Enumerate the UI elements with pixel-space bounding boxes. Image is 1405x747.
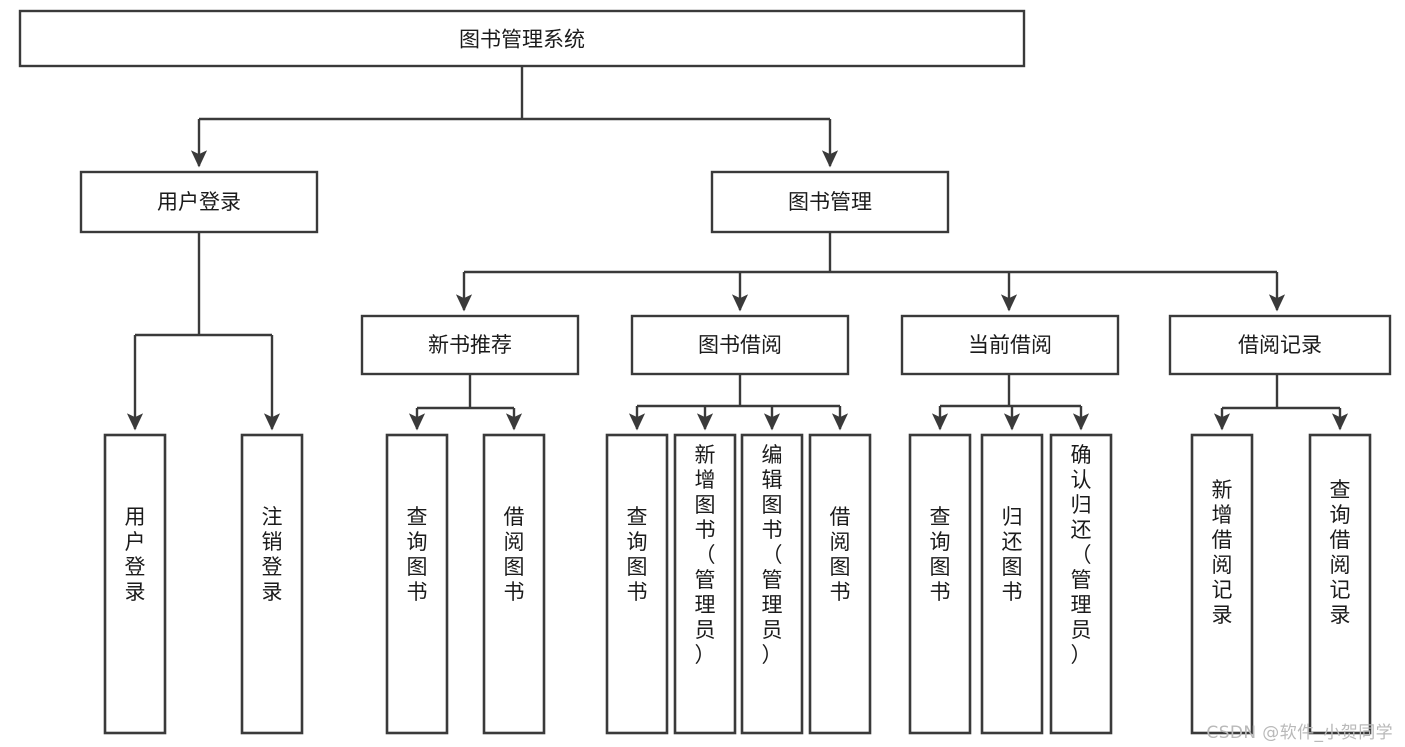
leaf-add-book-admin-label: 新增图书（管理员）: [695, 443, 716, 667]
leaf-add-borrow-record[interactable]: 新增借阅记录: [1190, 433, 1254, 735]
node-book-borrow[interactable]: 图书借阅: [630, 314, 850, 376]
leaf-query-book-borrow-label: 查询图书: [627, 505, 648, 604]
leaf-user-login-label: 用户登录: [125, 505, 146, 604]
node-book-borrow-label: 图书借阅: [698, 333, 782, 357]
node-current-borrow-label: 当前借阅: [968, 333, 1052, 357]
node-book-management[interactable]: 图书管理: [710, 170, 950, 234]
connector-layer: [126, 66, 1349, 431]
node-user-login-label: 用户登录: [157, 190, 241, 214]
node-root[interactable]: 图书管理系统: [18, 9, 1026, 68]
node-borrow-record-label: 借阅记录: [1238, 333, 1322, 357]
node-layer: 图书管理系统 用户登录 图书管理 新书推荐 图书借阅 当前: [18, 9, 1392, 735]
leaf-lend-book[interactable]: 借阅图书: [808, 433, 872, 735]
leaf-lend-book-label: 借阅图书: [830, 505, 851, 604]
leaf-query-borrow-record-label: 查询借阅记录: [1330, 478, 1351, 627]
leaf-confirm-return-admin[interactable]: 确认归还（管理员）: [1049, 433, 1113, 735]
leaf-query-borrow-record[interactable]: 查询借阅记录: [1308, 433, 1372, 735]
leaf-return-book[interactable]: 归还图书: [980, 433, 1044, 735]
leaf-borrow-book-newbook-label: 借阅图书: [504, 505, 525, 604]
node-borrow-record[interactable]: 借阅记录: [1168, 314, 1392, 376]
leaf-query-book-newbook-label: 查询图书: [407, 505, 428, 604]
leaf-query-book-current[interactable]: 查询图书: [908, 433, 972, 735]
node-book-management-label: 图书管理: [788, 190, 872, 214]
node-user-login[interactable]: 用户登录: [79, 170, 319, 234]
leaf-borrow-book-newbook[interactable]: 借阅图书: [482, 433, 546, 735]
leaf-confirm-return-admin-label: 确认归还（管理员）: [1071, 443, 1092, 667]
leaf-edit-book-admin-label: 编辑图书（管理员）: [762, 443, 783, 667]
csdn-watermark: CSDN @软件_小贺同学: [1206, 723, 1393, 743]
node-root-label: 图书管理系统: [459, 28, 585, 52]
leaf-add-book-admin[interactable]: 新增图书（管理员）: [673, 433, 737, 735]
leaf-add-borrow-record-label: 新增借阅记录: [1212, 478, 1233, 627]
leaf-edit-book-admin[interactable]: 编辑图书（管理员）: [740, 433, 804, 735]
node-current-borrow[interactable]: 当前借阅: [900, 314, 1120, 376]
leaf-query-book-current-label: 查询图书: [930, 505, 951, 604]
leaf-logout[interactable]: 注销登录: [240, 433, 304, 735]
leaf-return-book-label: 归还图书: [1002, 505, 1023, 604]
leaf-query-book-borrow[interactable]: 查询图书: [605, 433, 669, 735]
leaf-logout-label: 注销登录: [262, 505, 283, 604]
node-new-book-recommend-label: 新书推荐: [428, 333, 512, 357]
node-new-book-recommend[interactable]: 新书推荐: [360, 314, 580, 376]
leaf-user-login[interactable]: 用户登录: [103, 433, 167, 735]
leaf-query-book-newbook[interactable]: 查询图书: [385, 433, 449, 735]
